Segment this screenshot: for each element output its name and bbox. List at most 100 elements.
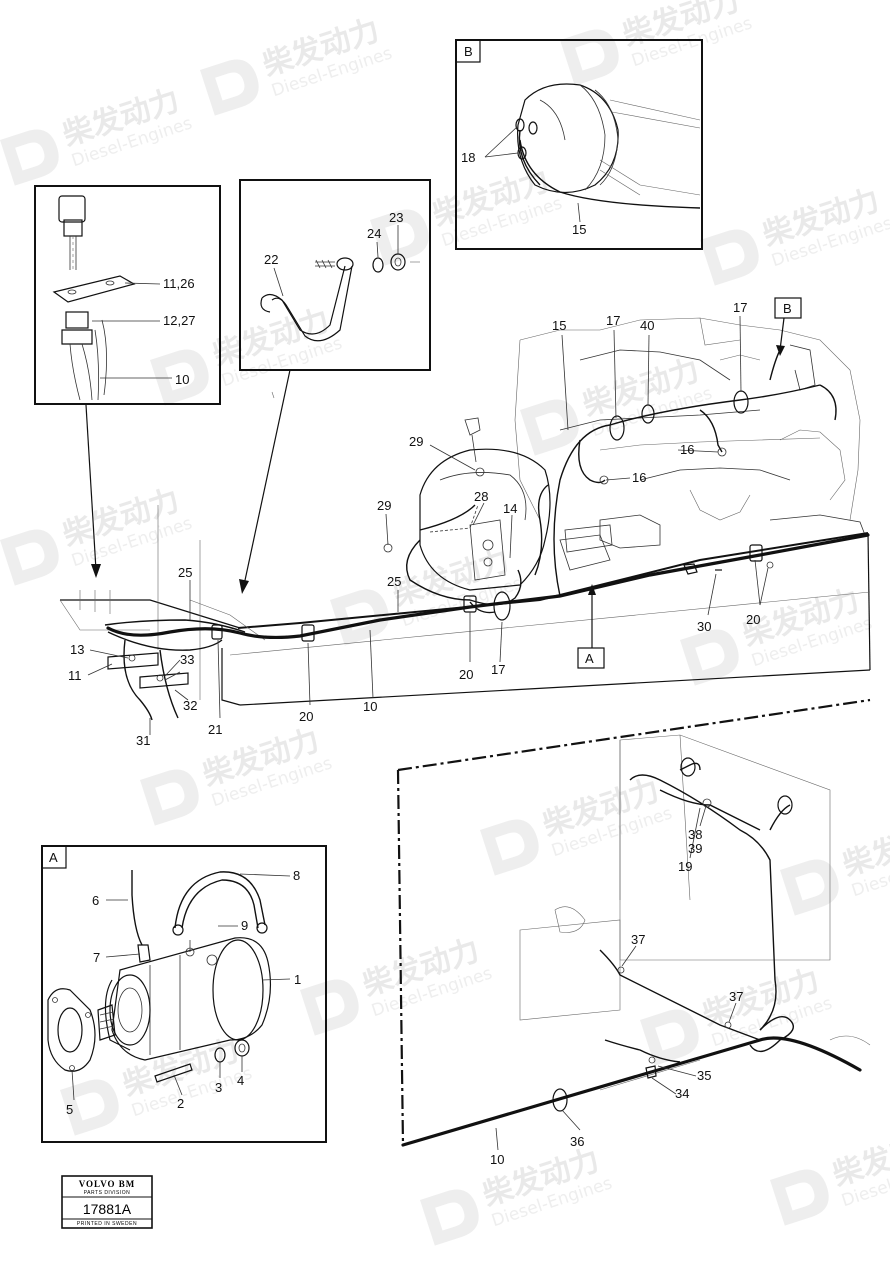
label-15: 15 — [552, 318, 566, 333]
inset-sensor — [34, 185, 221, 405]
stamp-number: 17881A — [83, 1201, 132, 1217]
watermark-logo-icon — [200, 59, 259, 116]
label-14: 14 — [503, 501, 517, 516]
label-31: 31 — [136, 733, 150, 748]
stamp-division: PARTS DIVISION — [84, 1190, 131, 1196]
label-17-c: 17 — [491, 662, 505, 677]
label-17-a: 17 — [606, 313, 620, 328]
label-20-c: 20 — [746, 612, 760, 627]
rear-chassis — [396, 698, 871, 1151]
label-6: 6 — [92, 893, 99, 908]
inset-bracket — [239, 179, 431, 371]
inset-b — [455, 39, 703, 250]
label-33: 33 — [180, 652, 194, 667]
label-11: 11 — [68, 668, 82, 683]
label-2: 2 — [177, 1096, 184, 1111]
label-16-b: 16 — [632, 470, 646, 485]
label-19: 19 — [678, 859, 692, 874]
main-harness — [104, 349, 870, 721]
label-8: 8 — [293, 868, 300, 883]
label-28: 28 — [474, 489, 488, 504]
label-15-inset-b: 15 — [572, 222, 586, 237]
watermark-logo-icon — [0, 129, 59, 186]
watermark-logo-icon — [680, 629, 739, 686]
label-23: 23 — [389, 210, 403, 225]
inset-a-starter — [41, 845, 327, 1143]
label-29-b: 29 — [377, 498, 391, 513]
stamp-printed: PRINTED IN SWEDEN — [77, 1221, 137, 1227]
label-30: 30 — [697, 619, 711, 634]
label-35: 35 — [697, 1068, 711, 1083]
watermark-logo-icon — [560, 29, 619, 86]
label-34: 34 — [675, 1086, 689, 1101]
watermark-logo-icon — [700, 229, 759, 286]
label-17-b: 17 — [733, 300, 747, 315]
label-16-a: 16 — [680, 442, 694, 457]
watermark-logo-icon — [300, 979, 359, 1036]
watermark-logo-icon — [420, 1189, 479, 1246]
watermark-logo-icon — [60, 1079, 119, 1136]
label-4: 4 — [237, 1073, 244, 1088]
inset-b-tag: B — [464, 44, 473, 59]
harness-clamps — [211, 390, 774, 642]
label-37-a: 37 — [631, 932, 645, 947]
label-29-a: 29 — [409, 434, 423, 449]
inset-a-tag: A — [49, 850, 58, 865]
volvo-stamp: VOLVO BM PARTS DIVISION 17881A PRINTED I… — [61, 1175, 153, 1229]
watermark-logo-icon — [370, 209, 429, 266]
label-25-b: 25 — [387, 574, 401, 589]
label-25-a: 25 — [178, 565, 192, 580]
label-22: 22 — [264, 252, 278, 267]
label-9: 9 — [241, 918, 248, 933]
label-3: 3 — [215, 1080, 222, 1095]
leader-lines — [85, 315, 785, 735]
label-10-lower: 10 — [490, 1152, 504, 1167]
callout-a: A — [585, 651, 594, 666]
label-10-main: 10 — [363, 699, 377, 714]
callout-b: B — [783, 301, 792, 316]
watermark-logo-icon — [150, 349, 209, 406]
watermark-logo-icon — [480, 819, 539, 876]
label-12-27: 12,27 — [163, 313, 196, 328]
watermark-logo-icon — [330, 589, 389, 646]
label-13: 13 — [70, 642, 84, 657]
label-7: 7 — [93, 950, 100, 965]
watermark-logo-icon — [140, 769, 199, 826]
label-11-26: 11,26 — [163, 276, 195, 291]
callout-boxes — [577, 297, 802, 669]
label-39: 39 — [688, 841, 702, 856]
watermark-logo-icon — [0, 529, 59, 586]
label-37-b: 37 — [729, 989, 743, 1004]
label-36: 36 — [570, 1134, 584, 1149]
label-18: 18 — [461, 150, 475, 165]
part-labels: B 18 15 11,26 12,27 10 22 24 23 15 17 40… — [49, 44, 792, 1167]
label-1: 1 — [294, 972, 301, 987]
label-21: 21 — [208, 722, 222, 737]
label-40: 40 — [640, 318, 654, 333]
engine-outline — [419, 317, 866, 591]
stamp-brand: VOLVO BM — [79, 1179, 136, 1189]
watermark-logo-icon — [520, 399, 579, 456]
label-32: 32 — [183, 698, 197, 713]
label-10-inset: 10 — [175, 372, 189, 387]
label-24: 24 — [367, 226, 381, 241]
watermark-logo-icon — [770, 1169, 829, 1226]
label-38: 38 — [688, 827, 702, 842]
label-5: 5 — [66, 1102, 73, 1117]
watermark-logo-icon — [780, 859, 839, 916]
